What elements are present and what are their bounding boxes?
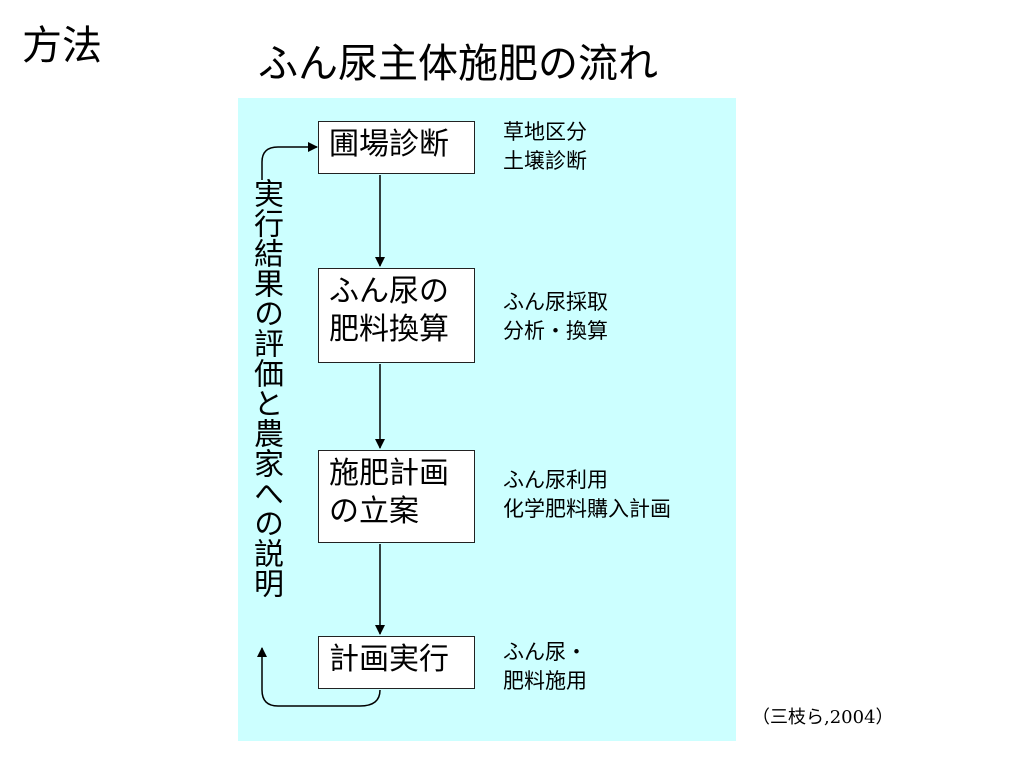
feedback-loop-top-arrow [261,142,318,180]
feedback-label: 実行結果の評価と農家への説明 [248,178,283,598]
note-fertilization-plan: ふん尿利用 化学肥料購入計画 [503,468,671,521]
feedback-loop-arrow [257,647,381,707]
note-manure-conversion: ふん尿採取 分析・換算 [503,290,608,343]
step-fertilization-plan: 施肥計画 の立案 [318,450,475,543]
step-plan-execution: 計画実行 [318,636,475,689]
citation: （三枝ら,2004） [752,707,894,728]
section-heading: 方法 [22,23,102,69]
step-manure-fertilizer-conversion: ふん尿の 肥料換算 [318,268,475,363]
note-plan-execution: ふん尿・ 肥料施用 [503,640,587,693]
step-field-diagnosis: 圃場診断 [318,121,475,174]
diagram-title: ふん尿主体施肥の流れ [258,41,658,87]
note-field-diagnosis: 草地区分 土壌診断 [503,120,587,173]
flow-panel [238,98,736,741]
